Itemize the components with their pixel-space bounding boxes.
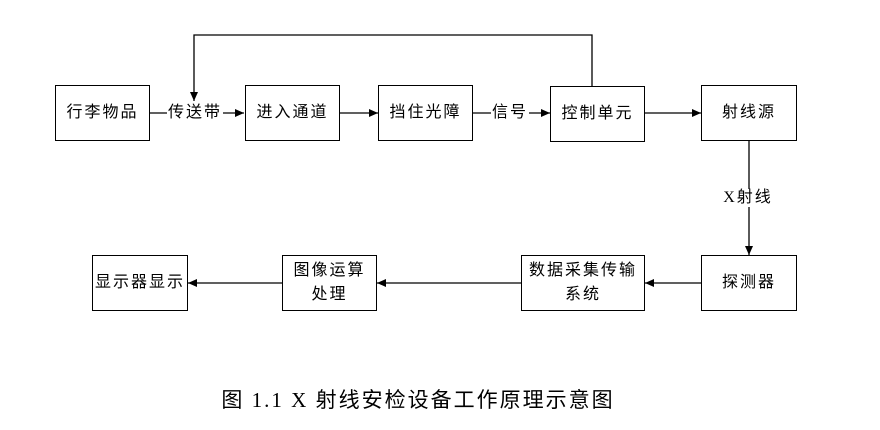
node-luggage: 行李物品 xyxy=(55,85,150,141)
node-ray-source: 射线源 xyxy=(701,85,797,141)
node-luggage-label: 行李物品 xyxy=(66,104,139,121)
node-display: 显示器显示 xyxy=(92,255,188,311)
node-image-processing: 图像运算 处理 xyxy=(282,255,377,311)
node-control-unit-label: 控制单元 xyxy=(561,105,634,122)
node-block-light-barrier: 挡住光障 xyxy=(378,85,473,141)
node-enter-channel: 进入通道 xyxy=(245,85,340,141)
node-block-light-barrier-label: 挡住光障 xyxy=(389,104,462,121)
node-image-processing-label: 图像运算 处理 xyxy=(293,262,366,303)
node-detector: 探测器 xyxy=(701,255,797,311)
node-display-label: 显示器显示 xyxy=(94,274,185,291)
node-enter-channel-label: 进入通道 xyxy=(256,104,329,121)
node-data-acquisition-label: 数据采集传输 系统 xyxy=(528,262,637,303)
node-ray-source-label: 射线源 xyxy=(721,104,776,121)
edge-label-signal: 信号 xyxy=(490,104,530,122)
edge-label-conveyor-belt: 传送带 xyxy=(166,104,224,122)
connector-control-unit-feedback-to-conveyor xyxy=(190,34,593,101)
edge-label-x-ray: X射线 xyxy=(722,189,774,207)
node-control-unit: 控制单元 xyxy=(550,86,645,142)
node-detector-label: 探测器 xyxy=(721,274,776,291)
node-data-acquisition: 数据采集传输 系统 xyxy=(521,255,645,311)
figure-caption: 图 1.1 X 射线安检设备工作原理示意图 xyxy=(221,388,615,412)
